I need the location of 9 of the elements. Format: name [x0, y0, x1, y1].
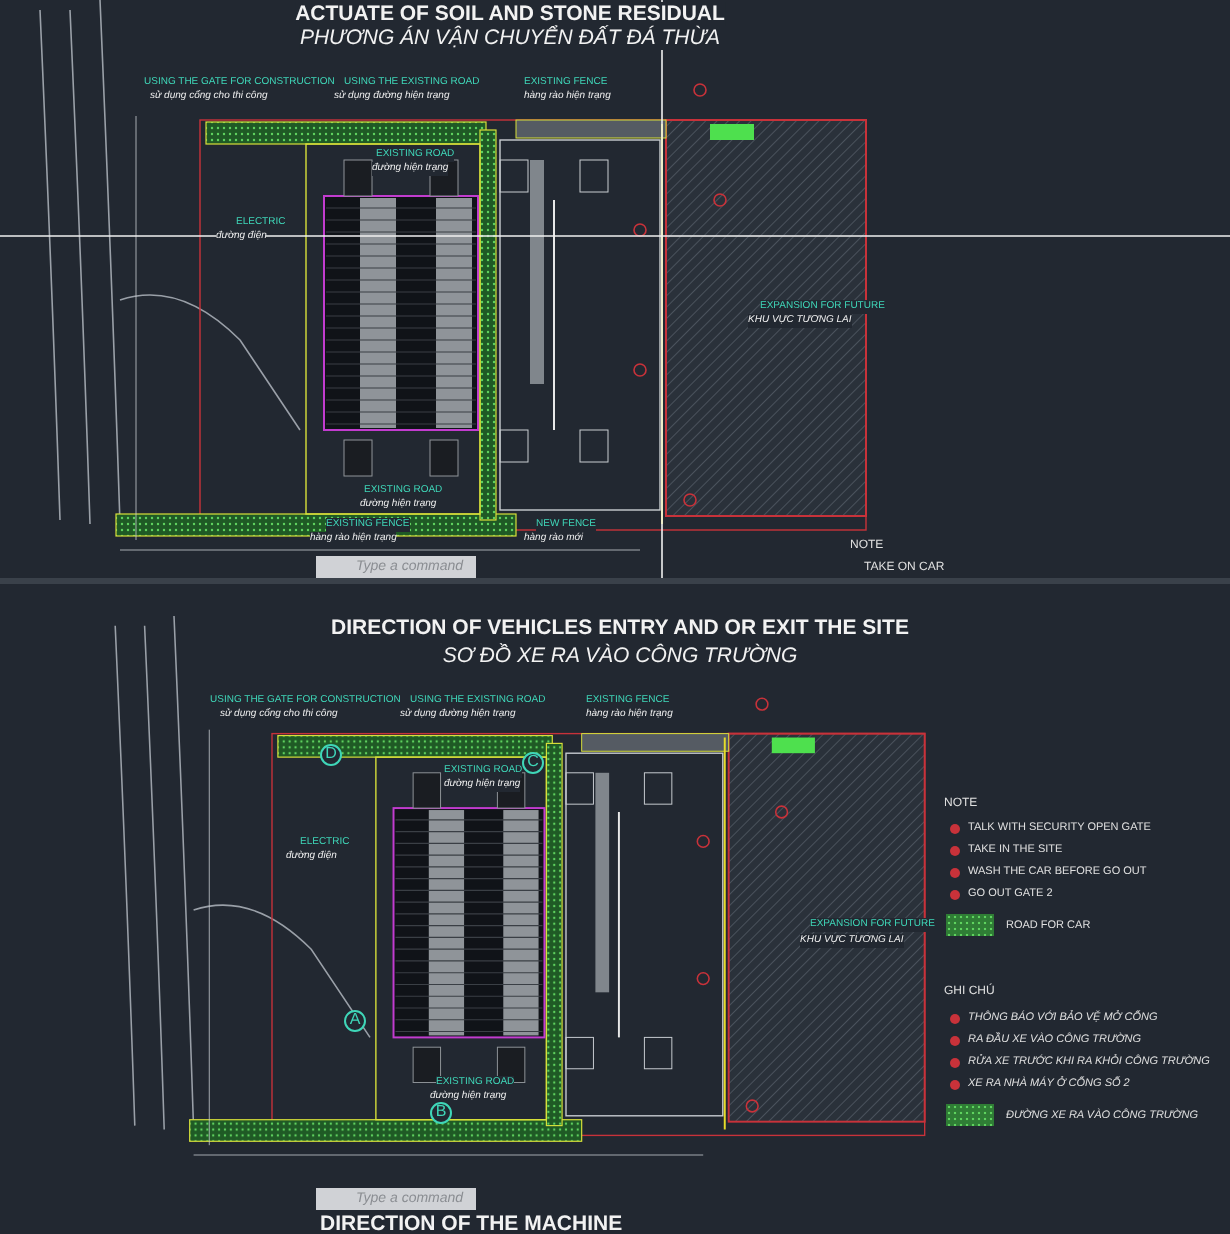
marker-letter: D [320, 744, 342, 766]
marker-letter: A [344, 1010, 366, 1032]
subtitle: PHƯƠNG ÁN VẬN CHUYỂN ĐẤT ĐÁ THỪA [299, 26, 721, 50]
footer-title: DIRECTION OF THE MACHINE [320, 1212, 623, 1234]
title: DIRECTION OF VEHICLES ENTRY AND OR EXIT THE SITE [331, 616, 909, 640]
title: ACTUATE OF SOIL AND STONE RESIDUAL [295, 2, 725, 26]
subtitle: SƠ ĐỒ XE RA VÀO CÔNG TRƯỜNG [442, 644, 798, 668]
marker-letter: B [430, 1102, 452, 1124]
marker-letter: C [522, 752, 544, 774]
